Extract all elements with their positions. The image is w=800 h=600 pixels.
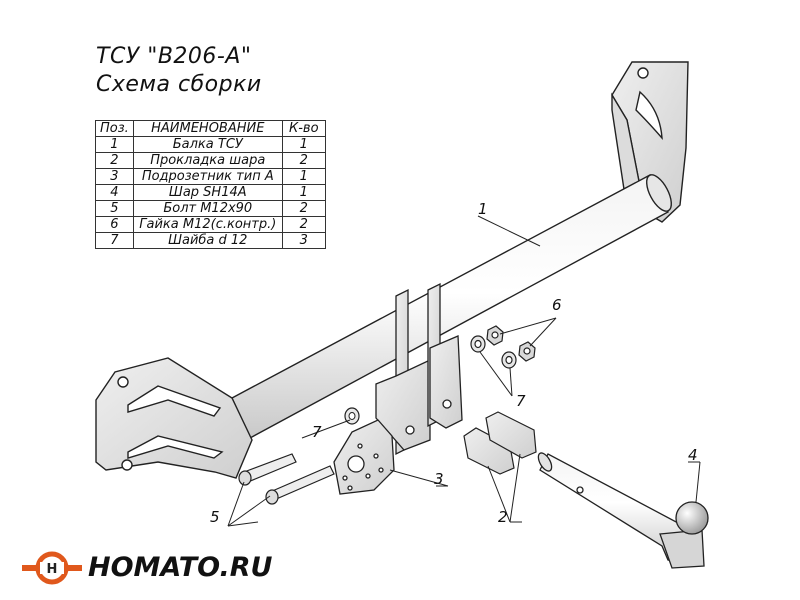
callout-3: 3 — [434, 470, 444, 488]
logo-text: HOMATO.RU — [88, 552, 273, 583]
homato-logo-icon: H — [22, 551, 82, 585]
washer-left-hole — [348, 412, 356, 420]
bolts — [238, 453, 335, 505]
callout-7-left: 7 — [312, 423, 322, 441]
diagram-subtitle: Схема сборки — [96, 72, 262, 97]
ball-spacers — [463, 411, 537, 475]
diagram-title: ТСУ "B206-A" — [96, 44, 252, 69]
ball-arm — [537, 452, 709, 569]
callout-6: 6 — [552, 296, 562, 314]
socket-plate — [333, 419, 395, 495]
leader-lines — [227, 215, 701, 527]
washers-and-nuts — [470, 325, 536, 369]
row-name: Шайба d 12 — [132, 232, 283, 249]
callout-1: 1 — [478, 200, 488, 218]
callout-2: 2 — [498, 508, 508, 526]
row-name: Болт М12х90 — [132, 200, 283, 217]
header-pos: Поз. — [95, 120, 134, 137]
row-pos: 7 — [95, 232, 134, 249]
row-qty: 2 — [281, 200, 326, 217]
callout-5: 5 — [210, 508, 220, 526]
callout-4: 4 — [688, 446, 698, 464]
svg-text:H: H — [47, 562, 58, 577]
parts-table-header: Поз. НАИМЕНОВАНИЕ К-во — [95, 120, 326, 137]
center-brackets — [375, 282, 463, 456]
row-name: Прокладка шара — [132, 152, 283, 169]
row-name: Шар SH14A — [132, 184, 283, 201]
row-qty: 3 — [281, 232, 326, 249]
left-bracket — [95, 357, 253, 479]
row-name: Гайка М12(с.контр.) — [132, 216, 283, 233]
callout-7-right: 7 — [516, 392, 526, 410]
